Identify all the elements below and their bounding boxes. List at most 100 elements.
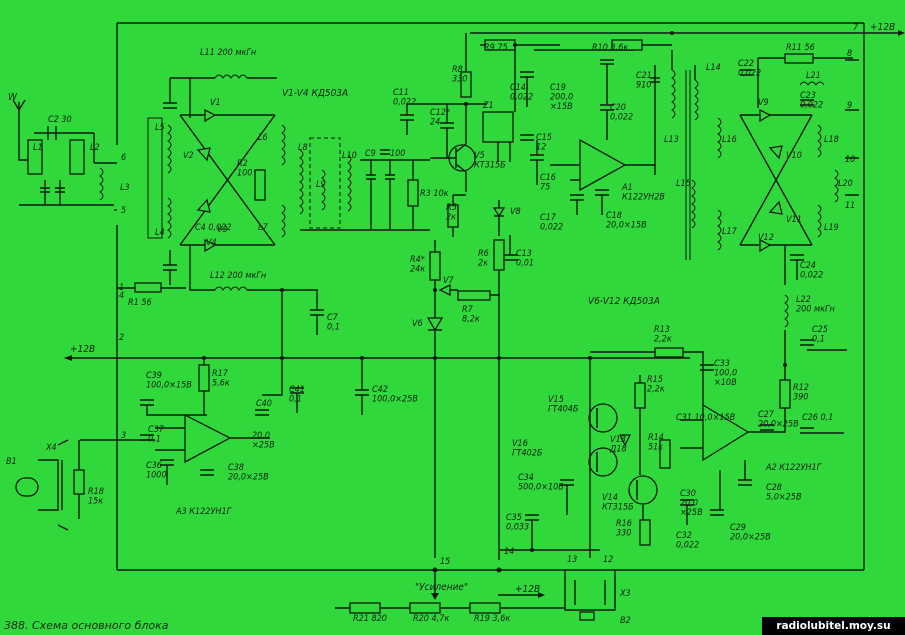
board-outline bbox=[116, 22, 865, 571]
label-L6: L6 bbox=[258, 133, 268, 143]
input-filter bbox=[18, 126, 117, 211]
antenna-W bbox=[12, 99, 26, 140]
label-V4: V4 bbox=[206, 238, 217, 248]
terminal-15: 15 bbox=[440, 557, 450, 567]
note-gain: "Усиление" bbox=[415, 582, 468, 593]
terminal-5: 5 bbox=[121, 206, 126, 216]
label-R3: R3 10к bbox=[420, 189, 449, 199]
label-L2: L2 bbox=[90, 143, 100, 153]
label-L20: L20 bbox=[838, 179, 853, 189]
label-V11: V11 bbox=[786, 215, 802, 225]
label-R11: R11 56 bbox=[786, 43, 815, 53]
mixer-2 bbox=[717, 53, 859, 434]
terminal-13: 13 bbox=[567, 555, 577, 565]
label-R20: R20 4,7к bbox=[413, 614, 449, 624]
label-R1: R1 56 bbox=[128, 298, 152, 308]
junctions bbox=[202, 31, 787, 573]
label-V2: V2 bbox=[183, 151, 194, 161]
label-C9v: 100 bbox=[390, 149, 405, 159]
label-L16: L16 bbox=[722, 135, 737, 145]
label-L11: L11 200 мкГн bbox=[200, 48, 256, 58]
label-L10: L10 bbox=[342, 151, 357, 161]
amp-A1 bbox=[550, 39, 672, 215]
terminal-14: 14 bbox=[504, 547, 514, 557]
terminal-6: 6 bbox=[121, 153, 126, 163]
rail-plus12-bottom bbox=[498, 592, 545, 598]
label-X4: X4 bbox=[45, 443, 57, 453]
label-V12: V12 bbox=[758, 233, 774, 243]
label-W: W bbox=[8, 92, 18, 103]
amp-A3 bbox=[15, 358, 369, 531]
label-C40v: 20,0×25В bbox=[252, 431, 275, 450]
figure-caption: 388. Схема основного блока bbox=[4, 619, 169, 632]
label-L18: L18 bbox=[824, 135, 839, 145]
label-L9: L9 bbox=[316, 180, 326, 190]
terminal-4: 4 bbox=[119, 291, 124, 301]
band-filter bbox=[299, 137, 430, 231]
label-L14: L14 bbox=[706, 63, 721, 73]
label-L21: L21 bbox=[806, 71, 821, 81]
label-Z1: Z1 bbox=[482, 101, 494, 111]
label-R21: R21 820 bbox=[353, 614, 387, 624]
terminal-9: 9 bbox=[847, 101, 852, 111]
label-L8: L8 bbox=[298, 143, 308, 153]
label-L19: L19 bbox=[824, 223, 839, 233]
label-R9: R9 75 bbox=[484, 43, 508, 53]
label-C40: C40 bbox=[256, 399, 272, 409]
output-stage bbox=[500, 358, 671, 558]
terminal-10: 10 bbox=[845, 155, 855, 165]
terminal-12: 12 bbox=[603, 555, 613, 565]
label-V1: V1 bbox=[210, 98, 221, 108]
rail-plus12-left bbox=[64, 355, 690, 361]
terminal-11: 11 bbox=[845, 201, 855, 211]
label-C4: C4 0,022 bbox=[195, 223, 232, 233]
label-C12: C12*24 bbox=[430, 108, 450, 127]
rf-stage-v5 bbox=[400, 33, 594, 237]
label-V10: V10 bbox=[786, 151, 802, 161]
gain-control bbox=[335, 570, 616, 621]
terminal-1: 1 bbox=[119, 283, 124, 293]
label-L12: L12 200 мкГн bbox=[210, 271, 266, 281]
label-L7: L7 bbox=[258, 223, 269, 233]
terminal-3: 3 bbox=[121, 431, 126, 441]
label-V9: V9 bbox=[758, 98, 769, 108]
terminal-7: 7 bbox=[853, 23, 859, 33]
rail-label-bottom: +12В bbox=[515, 584, 540, 595]
labels: +12В +12В +12В V1-V4 КД503А V6-V12 КД503… bbox=[6, 22, 895, 626]
